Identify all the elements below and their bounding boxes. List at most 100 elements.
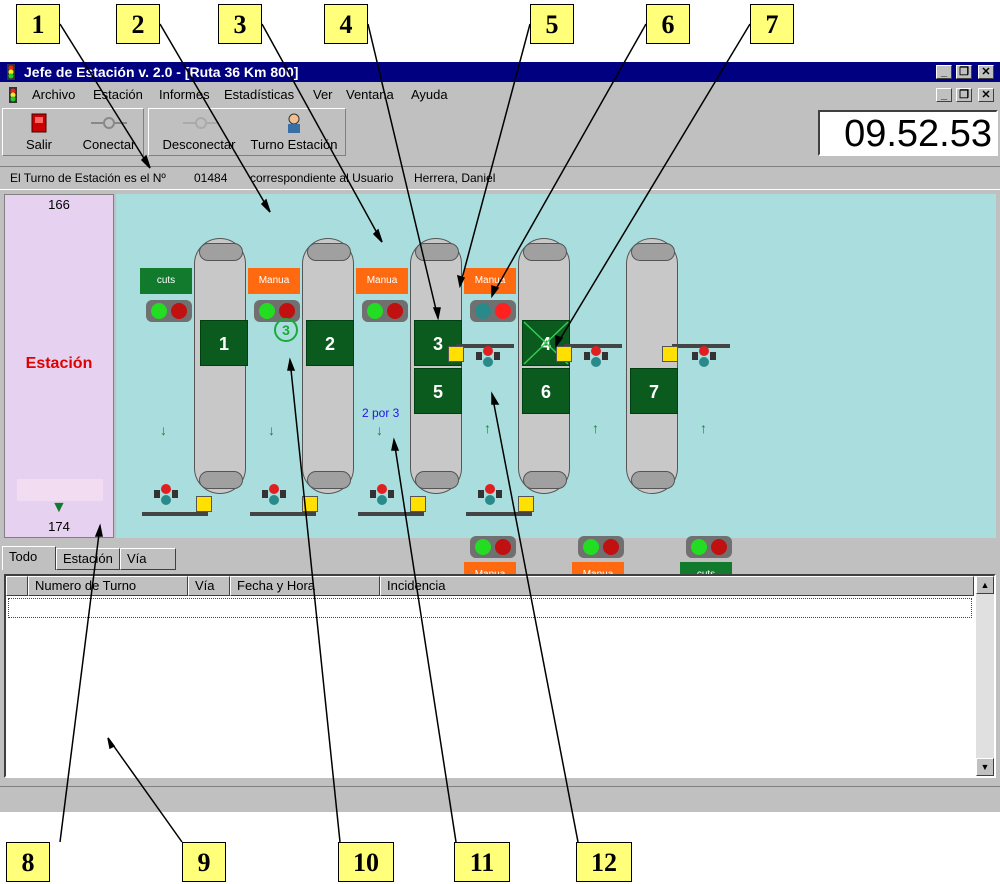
traffic-light-icon <box>474 346 502 372</box>
station-input-area <box>17 479 103 501</box>
child-restore-button[interactable]: ❐ <box>956 88 972 102</box>
barrier <box>466 512 532 516</box>
toolbar-group-connection: Salir Conectar <box>2 108 144 156</box>
lane-light-pair[interactable] <box>254 300 300 322</box>
traffic-light-icon <box>260 484 288 510</box>
turno-number: 01484 <box>194 171 228 185</box>
barrier <box>142 512 208 516</box>
lane-light-pair[interactable] <box>146 300 192 322</box>
callout-10: 10 <box>338 842 394 882</box>
yellow-sensor <box>410 496 426 512</box>
booth-7[interactable]: 7 <box>630 368 678 414</box>
tab-via[interactable]: Vía <box>120 548 176 570</box>
booth-2[interactable]: 2 <box>306 320 354 366</box>
menu-ver[interactable]: Ver <box>313 87 333 102</box>
booth-1[interactable]: 1 <box>200 320 248 366</box>
down-arrow-icon: ↓ <box>268 422 275 438</box>
restore-button[interactable]: ❐ <box>956 65 972 79</box>
lane-light-pair[interactable] <box>362 300 408 322</box>
menu-informes[interactable]: Informes <box>159 87 210 102</box>
grid-header-via[interactable]: Vía <box>188 576 230 596</box>
plug-icon <box>91 117 127 132</box>
traffic-light-icon <box>690 346 718 372</box>
desconectar-label: Desconectar <box>162 137 236 152</box>
conectar-button[interactable]: Conectar <box>79 109 139 155</box>
callout-11: 11 <box>454 842 510 882</box>
down-arrow-icon: ↓ <box>376 422 383 438</box>
station-panel[interactable]: 166 Estación ▼ 174 <box>4 194 114 538</box>
exit-door-icon <box>31 113 47 136</box>
station-top-count: 166 <box>48 197 70 212</box>
callout-9: 9 <box>182 842 226 882</box>
grid-header-incidencia[interactable]: Incidencia <box>380 576 974 596</box>
table-row[interactable] <box>8 598 972 618</box>
menu-ventana[interactable]: Ventana <box>346 87 394 102</box>
scroll-down-icon[interactable]: ▼ <box>976 758 994 776</box>
app-window: Jefe de Estación v. 2.0 - [Ruta 36 Km 80… <box>0 62 1000 812</box>
grid-header-numero-turno[interactable]: Numero de Turno <box>28 576 188 596</box>
salir-label: Salir <box>25 137 52 152</box>
minimize-button[interactable]: _ <box>936 65 952 79</box>
lane-light-pair[interactable] <box>578 536 624 558</box>
usuario-text: correspondiente al Usuario <box>250 171 394 185</box>
barrier <box>358 512 424 516</box>
booth-5[interactable]: 5 <box>414 368 462 414</box>
callout-12: 12 <box>576 842 632 882</box>
grid-header-fecha-hora[interactable]: Fecha y Hora <box>230 576 380 596</box>
scroll-up-icon[interactable]: ▲ <box>976 576 994 594</box>
callout-8: 8 <box>6 842 50 882</box>
two-for-three-label: 2 por 3 <box>362 406 400 420</box>
grid-header: Numero de Turno Vía Fecha y Hora Inciden… <box>6 576 974 596</box>
turno-status-line: El Turno de Estación es el Nº 01484 corr… <box>0 166 1000 190</box>
clock-display: 09.52.53 <box>818 110 998 156</box>
lane-light-pair[interactable] <box>686 536 732 558</box>
turno-text: El Turno de Estación es el Nº <box>10 171 166 185</box>
yellow-sensor <box>302 496 318 512</box>
traffic-light-icon <box>4 64 18 80</box>
menu-ayuda[interactable]: Ayuda <box>411 87 448 102</box>
traffic-light-icon <box>476 484 504 510</box>
turno-estacion-button[interactable]: Turno Estación <box>247 109 341 155</box>
lane-light-pair[interactable] <box>470 536 516 558</box>
toolbar-group-turno: Desconectar Turno Estación <box>148 108 346 156</box>
sign-cuts-top: cuts <box>140 268 192 294</box>
window-title: Jefe de Estación v. 2.0 - [Ruta 36 Km 80… <box>24 64 299 80</box>
menu-estadisticas[interactable]: Estadísticas <box>224 87 295 102</box>
barrier <box>250 512 316 516</box>
up-arrow-icon: ↑ <box>700 420 707 436</box>
station-bottom-count: 174 <box>48 519 70 534</box>
callout-5: 5 <box>530 4 574 44</box>
booth-6[interactable]: 6 <box>522 368 570 414</box>
sign-manual-top: Manua <box>356 268 408 294</box>
yellow-sensor <box>518 496 534 512</box>
callout-6: 6 <box>646 4 690 44</box>
traffic-light-icon <box>582 346 610 372</box>
desconectar-button[interactable]: Desconectar <box>159 109 239 155</box>
traffic-light-icon <box>152 484 180 510</box>
menu-bar: Archivo Estación Informes Estadísticas V… <box>0 84 1000 106</box>
lane-island <box>626 238 678 494</box>
vertical-scrollbar[interactable]: ▲ ▼ <box>976 576 994 776</box>
lane-count-badge: 3 <box>274 318 298 342</box>
child-close-button[interactable]: ✕ <box>978 88 994 102</box>
menu-estacion[interactable]: Estación <box>93 87 143 102</box>
sign-manual-top: Manua <box>464 268 516 294</box>
title-bar: Jefe de Estación v. 2.0 - [Ruta 36 Km 80… <box>0 62 1000 82</box>
child-minimize-button[interactable]: _ <box>936 88 952 102</box>
up-arrow-icon: ↑ <box>592 420 599 436</box>
tab-estacion[interactable]: Estación <box>56 548 120 570</box>
yellow-sensor <box>196 496 212 512</box>
yellow-sensor <box>448 346 464 362</box>
lane-light-pair[interactable] <box>470 300 516 322</box>
yellow-sensor <box>662 346 678 362</box>
turno-estacion-label: Turno Estación <box>250 137 338 152</box>
menu-archivo[interactable]: Archivo <box>32 87 76 102</box>
callout-7: 7 <box>750 4 794 44</box>
grid-header-selector[interactable] <box>6 576 28 596</box>
tab-todo[interactable]: Todo <box>2 546 56 570</box>
close-button[interactable]: ✕ <box>978 65 994 79</box>
callout-2: 2 <box>116 4 160 44</box>
sign-manual-top: Manua <box>248 268 300 294</box>
salir-button[interactable]: Salir <box>17 109 61 155</box>
incidents-grid[interactable]: Numero de Turno Vía Fecha y Hora Inciden… <box>4 574 996 778</box>
